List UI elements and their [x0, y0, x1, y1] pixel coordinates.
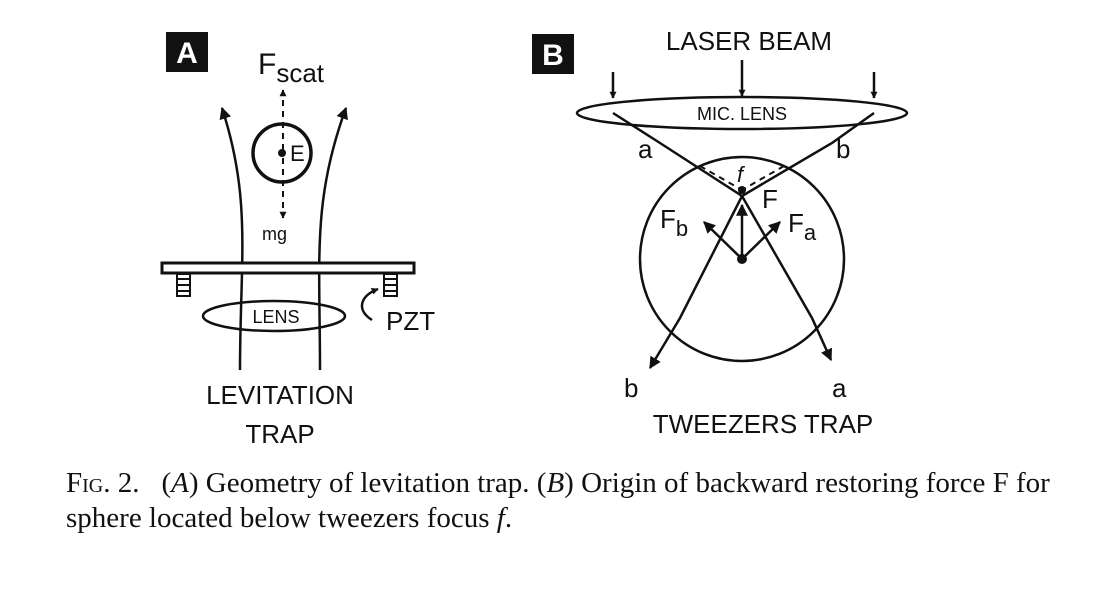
beam-left-curve	[219, 106, 244, 371]
ray-b-extrapolation	[741, 165, 785, 191]
trapped-sphere	[638, 155, 846, 363]
pzt-block-left	[176, 273, 191, 297]
caption-part-b-letter: B	[546, 467, 565, 499]
caption-part-b-close: )	[564, 467, 574, 499]
panel-b-badge: B	[532, 34, 574, 74]
laser-beam-label: LASER BEAM	[666, 26, 832, 56]
microscope-lens	[575, 95, 909, 131]
levitation-title-line1: LEVITATION	[206, 380, 354, 410]
caption-part-a-text: Geometry of levitation trap.	[198, 467, 537, 499]
svg-text:B: B	[542, 39, 564, 72]
panel-a-badge: A	[166, 32, 208, 72]
panel-a-levitation-trap: A Fscat E mg	[160, 32, 435, 449]
microscope-lens-label: MIC. LENS	[697, 104, 787, 124]
beam-right-curve	[317, 106, 348, 371]
pzt-block-right	[383, 273, 398, 297]
force-fa-arrow	[741, 221, 781, 260]
force-fb-label: Fb	[660, 204, 688, 241]
caption-part-a-letter: A	[171, 467, 189, 499]
panel-b-tweezers-trap: B LASER BEAM MIC. LENS f F Fb Fa	[532, 26, 909, 439]
caption-focus-symbol: f	[496, 502, 505, 534]
ray-a-extrapolation	[699, 165, 743, 191]
pzt-pointer-arrow	[360, 287, 379, 322]
sphere-label: E	[290, 141, 305, 166]
ray-a-bottom-label: a	[832, 373, 847, 403]
force-fa-label: Fa	[788, 208, 817, 245]
focus-label: f	[737, 162, 746, 187]
ray-b-bottom-label: b	[624, 373, 638, 403]
figure-number: Fig. 2.	[66, 467, 140, 499]
scattering-force-label: Fscat	[258, 48, 325, 88]
panel-a-lens-label: LENS	[252, 307, 299, 327]
tweezers-focus-point	[738, 186, 746, 194]
ray-a-top-label: a	[638, 134, 653, 164]
levitation-title-line2: TRAP	[245, 419, 314, 449]
caption-part-a-open: (	[161, 467, 172, 499]
weight-label: mg	[262, 224, 287, 244]
ray-b-top-label: b	[836, 134, 850, 164]
sphere-center-dot	[278, 149, 286, 157]
force-fb-arrow	[703, 221, 743, 260]
svg-text:A: A	[176, 37, 198, 70]
sample-plate	[160, 261, 416, 275]
figure-caption: Fig. 2.(A) Geometry of levitation trap. …	[66, 466, 1056, 536]
caption-part-b-text: Origin of backward restoring force F for…	[66, 467, 1050, 534]
restoring-force-label: F	[762, 184, 778, 214]
tweezers-title: TWEEZERS TRAP	[653, 409, 874, 439]
caption-part-b-open: (	[536, 467, 547, 499]
caption-end: .	[504, 502, 513, 534]
caption-part-a-close: )	[188, 467, 199, 499]
pzt-label: PZT	[386, 306, 435, 336]
levitated-sphere	[251, 122, 313, 184]
panel-a-lens	[201, 299, 347, 333]
ray-b	[648, 111, 875, 370]
